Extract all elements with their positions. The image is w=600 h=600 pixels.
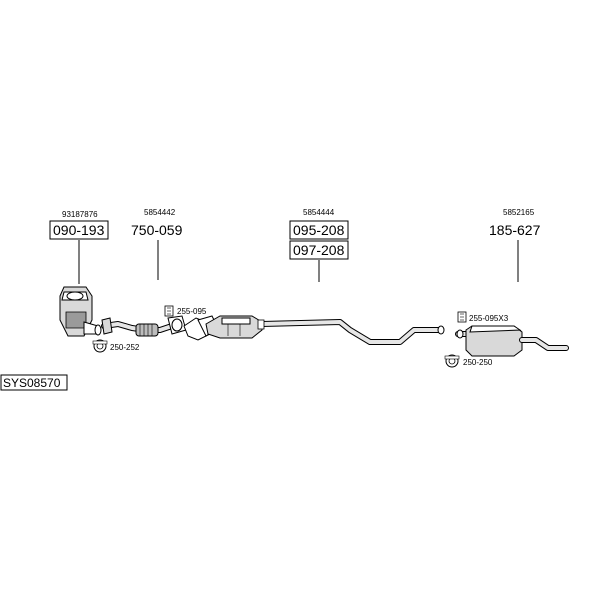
fitting-gasket-255-095x3[interactable]: 255-095X3 — [457, 311, 509, 323]
part-ref-label: 5854444 — [303, 208, 335, 217]
part-number-label[interactable]: 750-059 — [131, 222, 183, 238]
fitting-clamp-250-250[interactable]: 250-250 — [444, 354, 493, 368]
part-group-rear-silencer[interactable]: 5852165 185-627 — [455, 208, 569, 357]
part-group-middle-silencer[interactable]: 5854444 095-208 097-208 — [183, 208, 445, 345]
front-pipe-drawing[interactable] — [101, 315, 187, 337]
fitting-label: 250-250 — [463, 358, 493, 367]
part-number-box — [289, 220, 349, 240]
part-number-label[interactable]: 185-627 — [489, 222, 541, 238]
fitting-label: 250-252 — [110, 343, 140, 352]
part-number-box-2 — [289, 240, 349, 260]
fitting-label: 255-095 — [177, 307, 207, 316]
rear-silencer-drawing[interactable] — [455, 325, 569, 357]
fitting-gasket-255-095[interactable]: 255-095 — [164, 305, 207, 317]
part-ref-label: 93187876 — [62, 210, 98, 219]
part-group-catalytic-converter[interactable]: 93187876 090-193 — [49, 210, 109, 337]
fitting-label: 255-095X3 — [469, 314, 509, 323]
system-code: SYS08570 — [0, 374, 68, 391]
part-ref-label: 5852165 — [503, 208, 535, 217]
part-number-label-2[interactable]: 097-208 — [293, 242, 345, 258]
middle-silencer-drawing[interactable] — [183, 315, 445, 345]
part-number-label[interactable]: 090-193 — [53, 222, 105, 238]
system-code-box — [0, 374, 68, 391]
part-number-box — [49, 220, 109, 240]
part-number-label[interactable]: 095-208 — [293, 222, 345, 238]
part-ref-label: 5854442 — [144, 208, 176, 217]
fitting-clamp-250-252[interactable]: 250-252 — [92, 339, 140, 353]
part-group-front-pipe[interactable]: 5854442 750-059 — [101, 208, 187, 337]
catalytic-converter-drawing[interactable] — [59, 286, 102, 337]
system-code-label: SYS08570 — [3, 376, 61, 390]
